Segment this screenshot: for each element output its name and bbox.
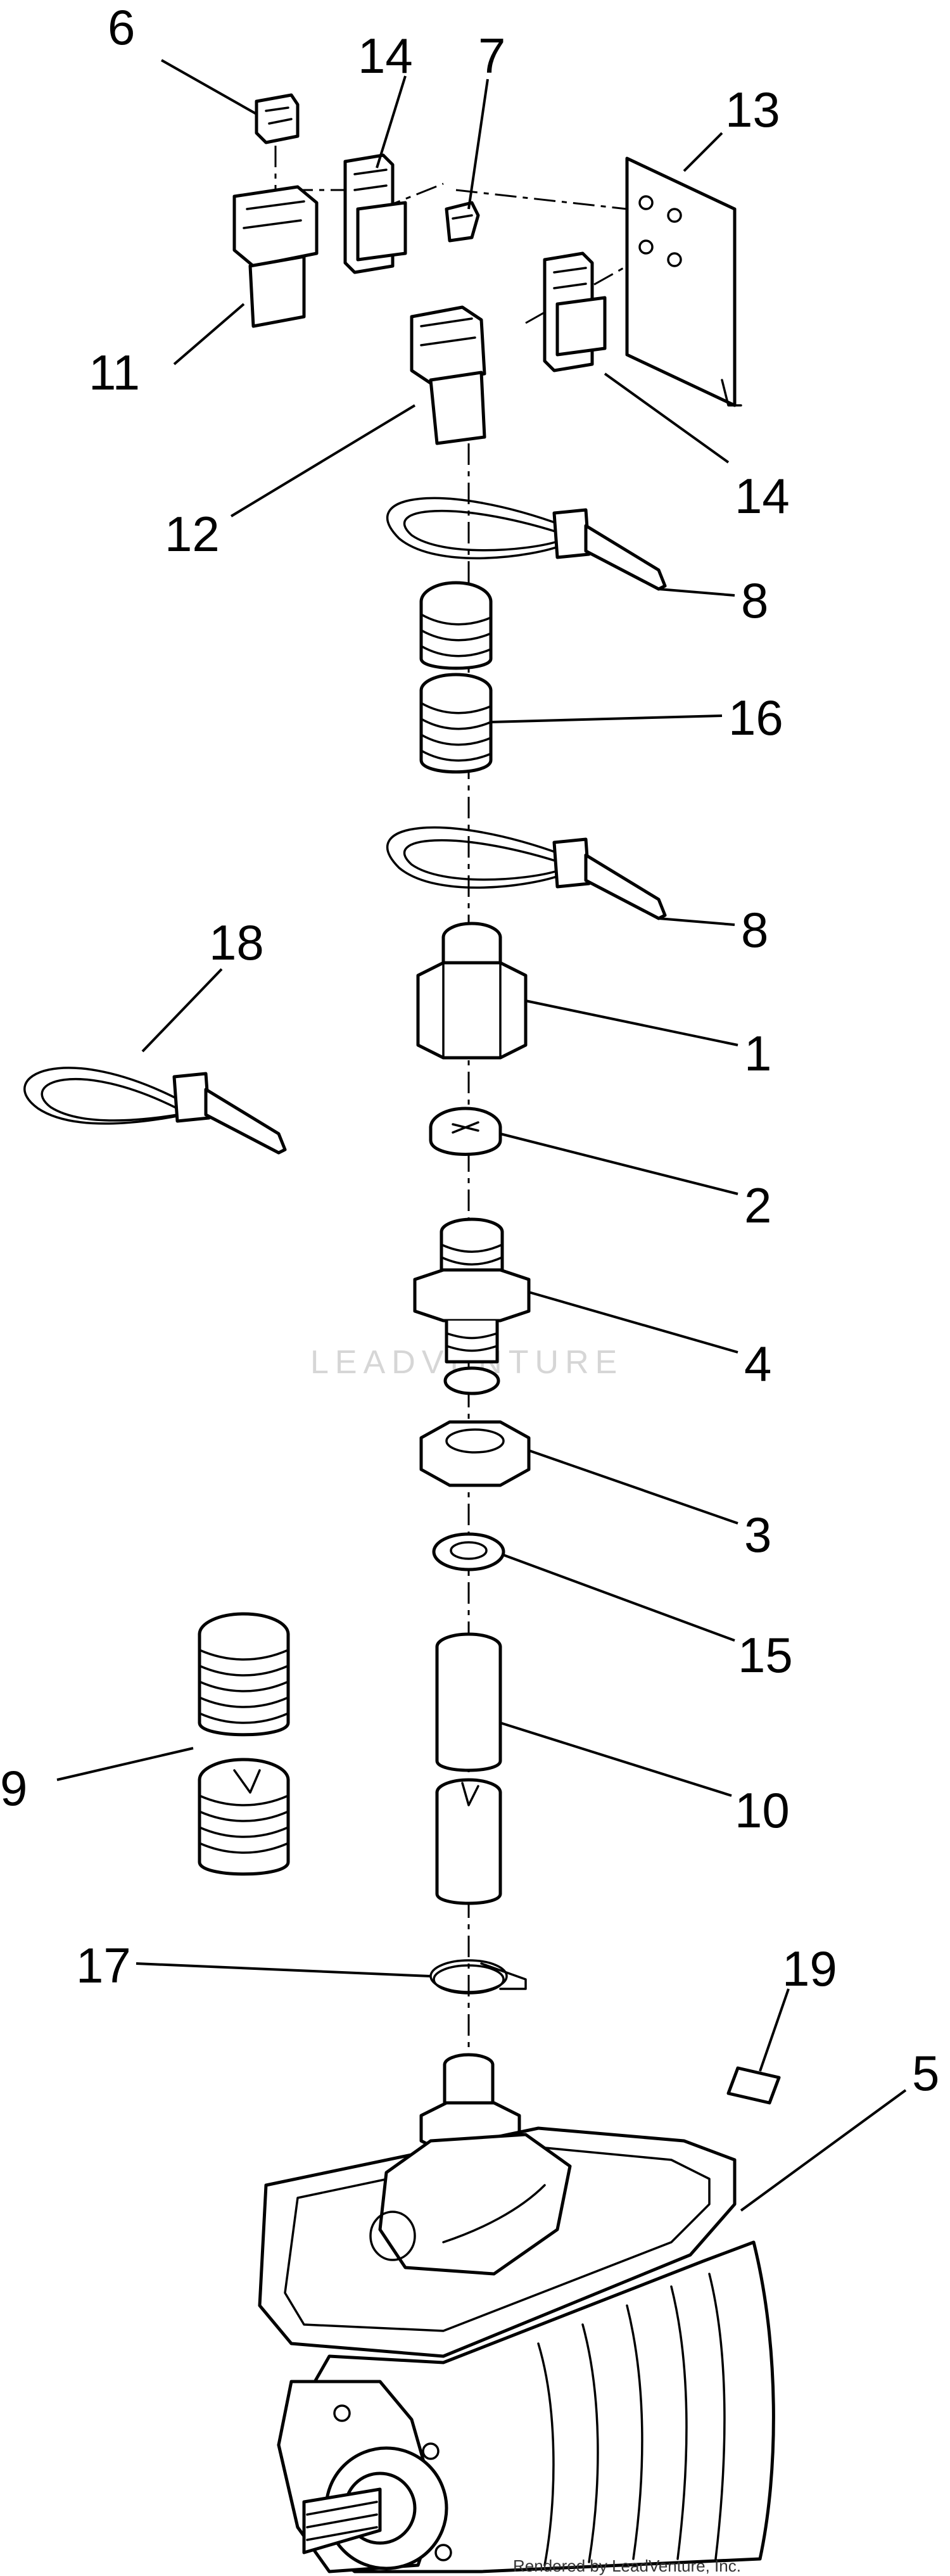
callout-11: 11 [89,345,140,400]
callout-13: 13 [725,82,780,137]
part-6-wedge-lock[interactable] [255,93,300,144]
leader-lines [56,59,907,2212]
callout-5: 5 [912,2045,939,2101]
part-19-decal[interactable] [726,2066,781,2105]
callout-7: 7 [478,28,505,84]
callout-14-right: 14 [735,468,790,524]
part-1-hex-fitting[interactable] [416,922,528,1060]
part-8-cable-tie-upper[interactable] [386,497,667,591]
part-2-seal[interactable] [429,1107,502,1156]
part-10-sleeve-lower[interactable] [435,1778,502,1905]
part-8-cable-tie-lower[interactable] [386,826,667,920]
callout-17: 17 [76,1938,131,1993]
part-16-spring[interactable] [419,673,493,774]
part-13-bracket[interactable] [625,156,742,407]
part-10-sleeve-upper[interactable] [435,1632,502,1772]
callout-14-top: 14 [358,28,413,84]
part-4-valve-fitting[interactable] [413,1217,531,1395]
part-14-connector-lock-right[interactable] [543,251,607,372]
callout-9: 9 [0,1760,27,1816]
callout-3: 3 [744,1507,771,1563]
callout-10: 10 [735,1782,790,1838]
callout-4: 4 [744,1336,771,1392]
callout-6: 6 [108,0,135,55]
callout-19: 19 [782,1941,837,1996]
part-9-spring-sleeve-upper[interactable] [198,1612,290,1737]
part-18-cable-tie[interactable] [23,1067,287,1155]
part-5-pump-assembly[interactable] [258,2053,775,2573]
part-7-terminal[interactable] [445,201,480,243]
callout-12: 12 [165,506,220,562]
part-16-spring-sleeve-upper[interactable] [419,581,493,670]
credit-text: Rendered by LeadVenture, Inc. [513,2556,741,2575]
part-11-connector-housing[interactable] [232,185,319,328]
callout-15: 15 [738,1627,793,1683]
part-17-retaining-clip[interactable] [429,1959,527,1995]
part-14-connector-lock-left[interactable] [343,153,407,274]
callout-16: 16 [728,690,783,746]
part-12-connector-body[interactable] [410,305,486,445]
callout-1: 1 [744,1025,771,1081]
part-15-washer[interactable] [432,1532,505,1571]
callout-8-lower: 8 [741,902,768,958]
part-3-hex-nut[interactable] [419,1420,531,1487]
callout-2: 2 [744,1177,771,1233]
callout-8-upper: 8 [741,573,768,628]
callout-labels: 6 14 7 13 11 14 12 8 16 8 18 1 2 4 3 15 … [0,0,939,2101]
callout-18: 18 [209,915,264,970]
part-9-spring-sleeve-lower[interactable] [198,1758,290,1876]
